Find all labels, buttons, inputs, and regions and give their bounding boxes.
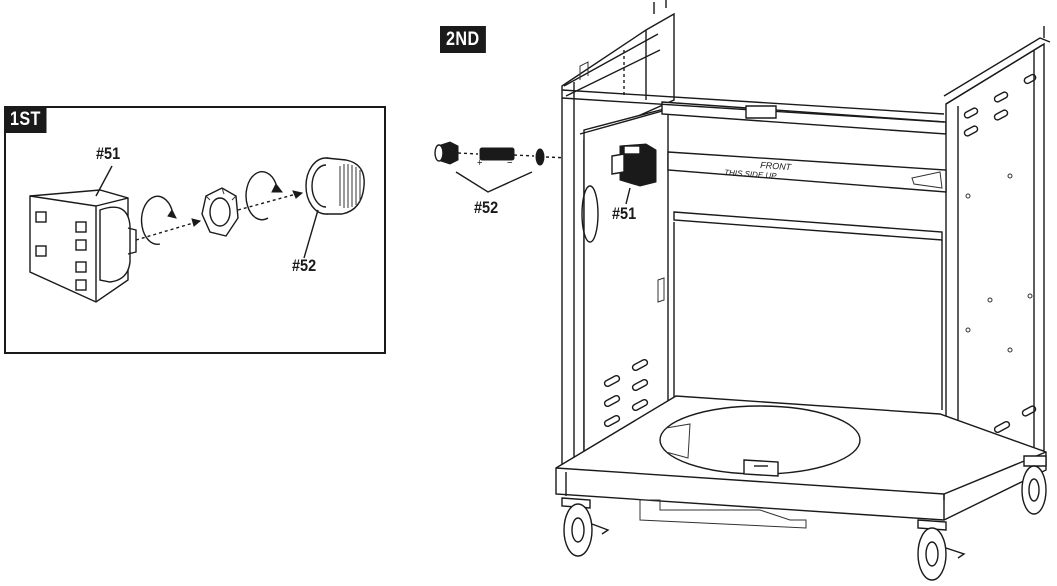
rotation-arrow-2 [245,171,283,221]
callout-step2-51: #51 [612,204,637,223]
step-2-tag: 2ND [440,26,486,53]
side-up-label: THIS SIDE UP [724,168,778,181]
caster-right [1021,455,1047,515]
step-1-frame [4,106,386,354]
igniter-module-illustration [29,165,137,303]
assembly-axis-1 [135,220,201,241]
assembly-axis-2 [237,192,301,211]
caster-left [561,497,610,557]
hex-nut-illustration [201,187,239,237]
callout-step2-52: #52 [474,198,499,217]
front-label: FRONT [760,160,793,172]
cart-frame-illustration: FRONT THIS SIDE UP [555,0,1051,581]
push-button-cap-illustration [303,157,365,259]
callout-step1-52: #52 [292,256,317,275]
mounted-igniter-module [611,143,657,205]
step2-exploded-parts [434,141,571,193]
rotation-arrow-1 [140,195,177,245]
caster-front [917,519,966,581]
callout-step1-51: #51 [96,144,121,163]
battery-minus-mark: − [507,157,513,169]
battery-plus-mark: + [477,157,483,169]
step-1-tag: 1ST [4,106,47,133]
